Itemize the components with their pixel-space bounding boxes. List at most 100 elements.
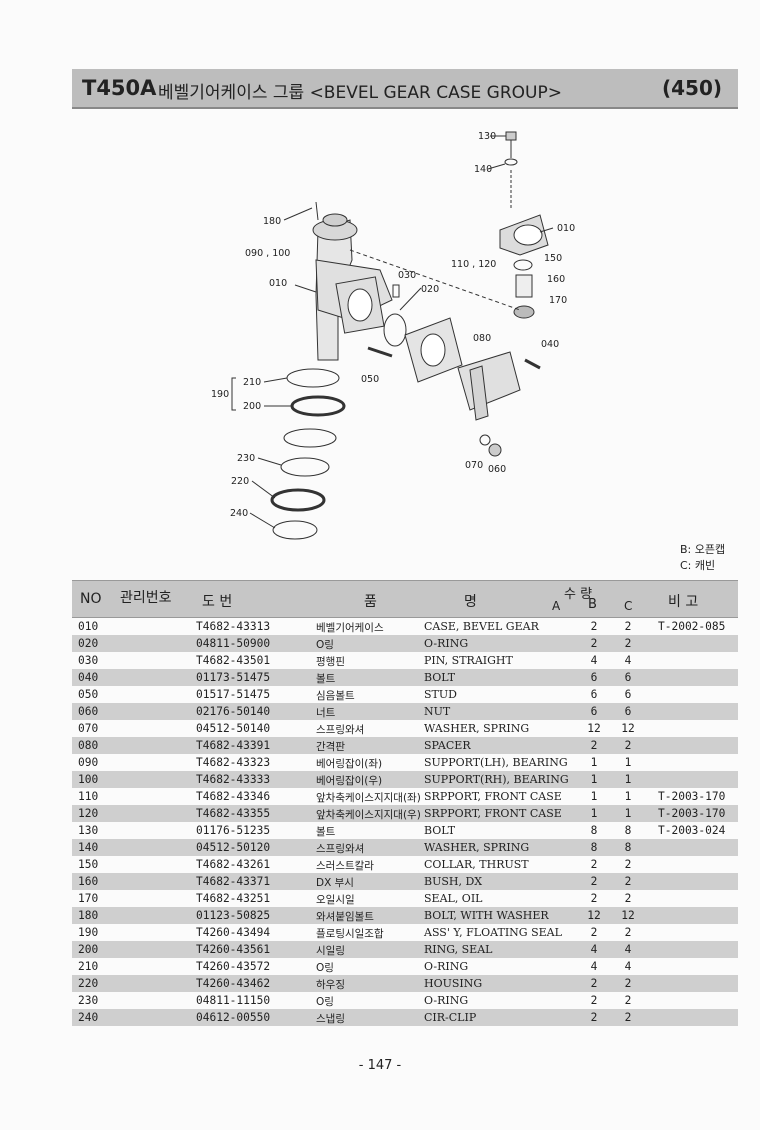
part-no: 070 — [78, 722, 99, 735]
part-no: 150 — [78, 858, 99, 871]
qty-b: 1 — [590, 807, 598, 820]
english-name: SRPPORT, FRONT CASE — [424, 807, 562, 820]
part-no: 090 — [78, 756, 99, 769]
remark: T-2003-170 — [658, 790, 726, 803]
table-header: NO 관리번호 도 번 품 명 수 량 A B C 비 고 — [72, 580, 738, 618]
drawing-no: 01173-51475 — [196, 671, 271, 684]
callout-060: 060 — [488, 464, 506, 475]
english-name: NUT — [424, 705, 451, 718]
qty-c: 1 — [624, 807, 632, 820]
english-name: SUPPORT(LH), BEARING — [424, 756, 568, 769]
header-quantity: 수 량 — [564, 587, 593, 602]
callout-010-bearing: 010 — [557, 223, 575, 234]
english-name: RING, SEAL — [424, 943, 493, 956]
english-name: HOUSING — [424, 977, 483, 990]
drawing-no: T4682-43261 — [196, 858, 271, 871]
qty-c: 4 — [624, 960, 632, 973]
korean-name: 너트 — [316, 707, 336, 719]
english-name: BOLT, WITH WASHER — [424, 909, 549, 922]
drawing-no: 04811-11150 — [196, 994, 271, 1007]
qty-b: 2 — [590, 620, 598, 633]
qty-c: 6 — [624, 705, 632, 718]
part-no: 140 — [78, 841, 99, 854]
english-name: COLLAR, THRUST — [424, 858, 529, 871]
header-name-2: 명 — [464, 594, 477, 610]
part-no: 230 — [78, 994, 99, 1007]
korean-name: 스러스트칼라 — [316, 860, 374, 872]
qty-c: 6 — [624, 671, 632, 684]
qty-b: 2 — [590, 926, 598, 939]
korean-name: O링 — [316, 962, 334, 974]
qty-b: 12 — [587, 722, 601, 735]
qty-c: 2 — [624, 1011, 632, 1024]
english-name: SEAL, OIL — [424, 892, 483, 905]
header-qty-b: B — [588, 597, 597, 612]
korean-name: 앞차축케이스지지대(좌) — [316, 792, 421, 804]
group-number: (450) — [661, 76, 722, 100]
callout-240: 240 — [230, 508, 248, 519]
drawing-no: T4682-43355 — [196, 807, 271, 820]
callout-200: 200 — [243, 401, 261, 412]
qty-b: 12 — [587, 909, 601, 922]
qty-c: 2 — [624, 892, 632, 905]
drawing-no: 02176-50140 — [196, 705, 271, 718]
english-name: BUSH, DX — [424, 875, 483, 888]
qty-c: 8 — [624, 841, 632, 854]
english-name: ASS' Y, FLOATING SEAL — [424, 926, 562, 939]
part-no: 130 — [78, 824, 99, 837]
korean-name: 볼트 — [316, 826, 336, 838]
qty-b: 4 — [590, 654, 598, 667]
remark: T-2003-170 — [658, 807, 726, 820]
drawing-no: T4682-43501 — [196, 654, 271, 667]
drawing-no: 04612-00550 — [196, 1011, 271, 1024]
drawing-no: T4682-43371 — [196, 875, 271, 888]
part-no: 110 — [78, 790, 99, 803]
qty-b: 6 — [590, 705, 598, 718]
part-no: 030 — [78, 654, 99, 667]
english-name: WASHER, SPRING — [424, 722, 530, 735]
english-name: O-RING — [424, 637, 469, 650]
callout-230: 230 — [237, 453, 255, 464]
exploded-parts-diagram: 130 140 180 010 090 , 100 030 020 010 11… — [211, 131, 575, 540]
part-no: 210 — [78, 960, 99, 973]
header-name-1: 품 — [364, 594, 377, 610]
qty-c: 4 — [624, 654, 632, 667]
english-name: BOLT — [424, 671, 456, 684]
callout-010-case: 010 — [269, 278, 287, 289]
qty-c: 2 — [624, 875, 632, 888]
drawing-no: T4260-43494 — [196, 926, 271, 939]
callout-020: 020 — [421, 284, 439, 295]
drawing-no: 01123-50825 — [196, 909, 271, 922]
part-no: 240 — [78, 1011, 99, 1024]
korean-name: 볼트 — [316, 673, 336, 685]
qty-b: 4 — [590, 960, 598, 973]
korean-name: 오일시일 — [316, 894, 355, 906]
callout-180: 180 — [263, 216, 281, 227]
drawing-no: 04512-50140 — [196, 722, 271, 735]
callout-050: 050 — [361, 374, 379, 385]
part-no: 040 — [78, 671, 99, 684]
qty-c: 6 — [624, 688, 632, 701]
drawing-no: T4682-43313 — [196, 620, 271, 633]
qty-b: 2 — [590, 875, 598, 888]
drawing-no: 04811-50900 — [196, 637, 271, 650]
group-title: 베벨기어케이스 그룹 <BEVEL GEAR CASE GROUP> — [158, 83, 562, 103]
english-name: CIR-CLIP — [424, 1011, 477, 1024]
header-no: NO — [80, 591, 102, 607]
model-code: T450A — [82, 76, 157, 100]
korean-name: 앞차축케이스지지대(우) — [316, 809, 421, 821]
part-no: 190 — [78, 926, 99, 939]
callout-220: 220 — [231, 476, 249, 487]
qty-b: 2 — [590, 1011, 598, 1024]
qty-c: 8 — [624, 824, 632, 837]
drawing-no: T4682-43251 — [196, 892, 271, 905]
part-no: 010 — [78, 620, 99, 633]
